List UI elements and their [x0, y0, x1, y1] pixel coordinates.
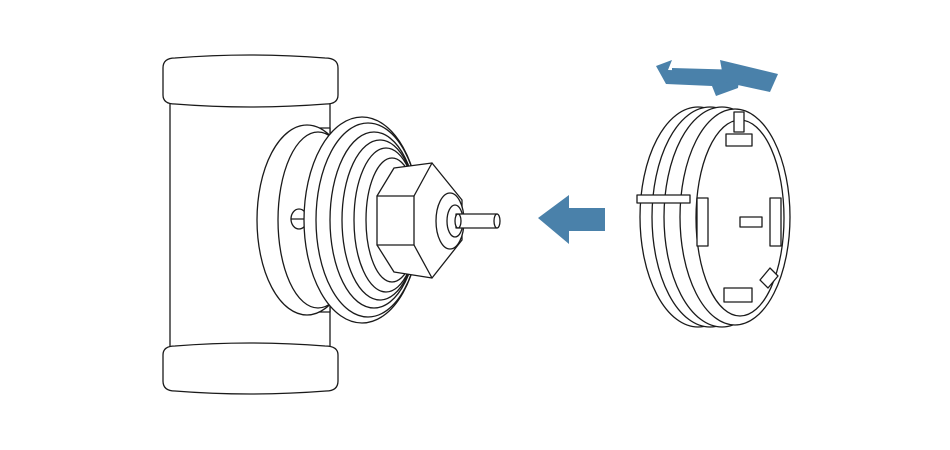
pipe-top-collar: [162, 54, 339, 108]
hex-nut-outline: [376, 162, 463, 279]
adapter-ring-lug-right: [769, 197, 782, 247]
pipe-bottom-collar: [162, 342, 339, 395]
arrow-left-icon: [538, 195, 605, 244]
adapter-ring: [636, 106, 791, 328]
valve-pin: [454, 213, 501, 229]
adapter-ring-top-slot: [733, 111, 745, 133]
double-arrow-rotate-icon: [656, 60, 778, 96]
adapter-ring-lug-lower-right: [759, 267, 779, 289]
adapter-ring-lug-bottom: [723, 287, 753, 303]
adapter-ring-slot: [636, 194, 691, 204]
adapter-ring-center-key: [739, 216, 763, 228]
hex-nut: [376, 162, 465, 279]
adapter-ring-lug-top: [725, 133, 753, 147]
adapter-ring-lug-left: [696, 197, 709, 247]
